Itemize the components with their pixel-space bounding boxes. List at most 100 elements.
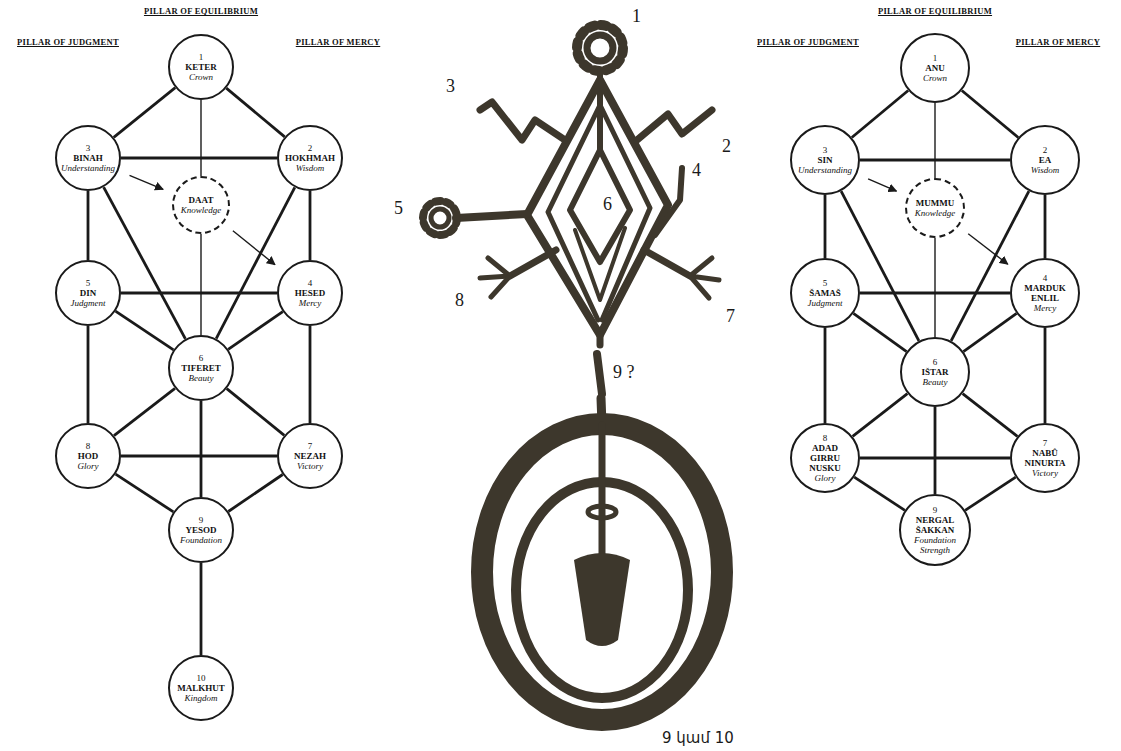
pillar-heading: PILLAR OF JUDGMENT [757, 37, 859, 47]
sephirah-number: 10 [196, 673, 205, 683]
sephirah-meaning: Crown [923, 73, 947, 83]
circle-text-stack: 6IŠTARBeauty [922, 357, 949, 387]
path-line [852, 91, 908, 138]
sephirah-meaning: Kingdom [184, 693, 217, 703]
sephirah-meaning: Foundation Strength [904, 535, 966, 555]
sephirah-number: 1 [933, 53, 938, 63]
path-line [965, 477, 1016, 510]
circle-text-stack: 10MALKHUTKingdom [177, 673, 225, 703]
path-line [934, 103, 935, 178]
sephirah-meaning: Beauty [923, 377, 948, 387]
sephirah-name: HOD [78, 451, 99, 461]
sephirah-number: 6 [933, 357, 938, 367]
callout-number: 9 կամ 10 [662, 729, 734, 747]
sephirah-number: 8 [86, 441, 91, 451]
sephirah-meaning: Mercy [1034, 303, 1057, 313]
circle-text-stack: 4MARDUK ENLILMercy [1018, 273, 1072, 313]
sephirah-circle: 5DINJudgment [55, 260, 121, 326]
path-line [116, 474, 174, 512]
callout-number-box: 3 [446, 76, 455, 97]
path-line [200, 563, 203, 655]
circle-text-stack: 6TIFERETBeauty [181, 353, 221, 383]
callout-number: 2 [722, 136, 731, 157]
sephirah-number: 1 [199, 52, 204, 62]
sephirah-name: NEZAH [294, 451, 326, 461]
sephirah-name: SIN [817, 155, 832, 165]
path-line [200, 100, 201, 176]
path-line [824, 328, 827, 423]
callout-number: 8 [455, 290, 464, 311]
sephirah-circle: 7NEZAHVictory [277, 423, 343, 489]
sephirah-name: IŠTAR [922, 367, 949, 377]
sephirah-meaning: Foundation [180, 535, 222, 545]
path-line [963, 394, 1018, 437]
hidden-sephirah-circle: MUMMUKnowledge [905, 178, 965, 238]
path-line [309, 326, 312, 423]
sephirah-name: MALKHUT [177, 683, 225, 693]
sephirah-number: 8 [823, 433, 828, 443]
path-arrow [130, 175, 164, 189]
path-line [1044, 195, 1047, 258]
sephirah-name: EA [1039, 155, 1052, 165]
path-line [860, 159, 1010, 162]
sephirah-number: 5 [86, 278, 91, 288]
sephirah-meaning: Victory [297, 461, 323, 471]
circle-text-stack: 8ADAD GIRRU NUSKUGlory [798, 433, 852, 483]
path-line [226, 88, 284, 137]
path-line [121, 157, 277, 160]
sephirah-meaning: Judgment [71, 298, 106, 308]
sephirah-number: 9 [933, 505, 938, 515]
circle-text-stack: DAATKnowledge [181, 195, 222, 215]
sephirah-number: 7 [1043, 438, 1048, 448]
callout-number: 3 [446, 76, 455, 97]
callout-number-box: 5 [394, 198, 403, 219]
sephirah-meaning: Glory [78, 461, 99, 471]
sephirah-name: MUMMU [916, 198, 954, 208]
path-line [934, 407, 937, 494]
path-line [114, 388, 175, 435]
path-line [200, 234, 201, 335]
sephirah-number: 2 [1043, 145, 1048, 155]
callout-number: 4 [692, 160, 701, 181]
path-arrow [968, 234, 1008, 265]
pillar-heading-box: PILLAR OF MERCY [296, 37, 380, 47]
circle-text-stack: 9NERGAL ŠAKKANFoundation Strength [904, 505, 966, 555]
sephirah-circle: 1KETERCrown [168, 34, 234, 100]
circle-text-stack: 4HESEDMercy [295, 278, 326, 308]
path-line [87, 191, 90, 260]
sephirah-number: 2 [308, 143, 313, 153]
sephirah-name: NERGAL ŠAKKAN [908, 515, 962, 535]
circle-text-stack: 1KETERCrown [185, 52, 217, 82]
sephirah-name: NABÛ NINURTA [1018, 448, 1072, 468]
sephirah-name: DIN [80, 288, 97, 298]
sephirah-name: ADAD GIRRU NUSKU [798, 443, 852, 473]
callout-number-box: 7 [726, 306, 735, 327]
sephirah-number: 7 [308, 441, 313, 451]
pillar-heading: PILLAR OF MERCY [1016, 37, 1100, 47]
callout-number-box: 2 [722, 136, 731, 157]
sephirah-name: KETER [185, 62, 217, 72]
circle-text-stack: 1ANUCrown [923, 53, 947, 83]
sephirah-circle: 3BINAHUnderstanding [55, 125, 121, 191]
callout-number: 9 ? [613, 362, 635, 383]
sephirah-name: MARDUK ENLIL [1018, 283, 1072, 303]
sephirah-name: YESOD [185, 525, 216, 535]
circle-text-stack: 5ŠAMAŠJudgment [808, 278, 843, 308]
sephirah-number: 9 [199, 515, 204, 525]
sephirah-meaning: Wisdom [296, 163, 325, 173]
sephirah-meaning: Judgment [808, 298, 843, 308]
callout-number-box: 8 [455, 290, 464, 311]
callout-number: 6 [603, 194, 612, 215]
path-line [309, 191, 312, 260]
path-line [963, 313, 1016, 351]
circle-text-stack: MUMMUKnowledge [915, 198, 956, 218]
path-line [860, 457, 1010, 460]
path-line [228, 312, 283, 350]
path-line [121, 292, 277, 295]
circle-text-stack: 7NABÛ NINURTAVictory [1018, 438, 1072, 478]
path-line [200, 401, 203, 497]
callout-number: 5 [394, 198, 403, 219]
sephirah-meaning: Beauty [188, 373, 213, 383]
sephirah-number: 4 [1043, 273, 1048, 283]
